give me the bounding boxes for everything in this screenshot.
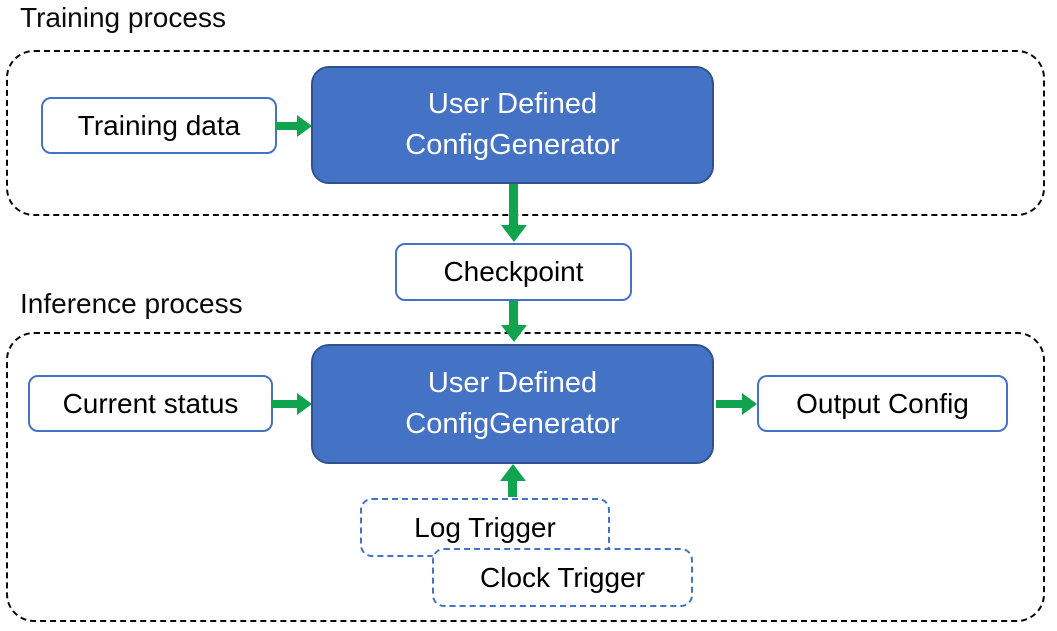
generator-label-line2: ConfigGenerator — [405, 129, 620, 161]
arrow-down-icon — [500, 184, 527, 242]
current-status-box: Current status — [28, 375, 273, 432]
arrow-head — [499, 464, 526, 481]
inference-config-generator-box: User Defined ConfigGenerator — [311, 344, 714, 464]
arrow-head — [742, 393, 757, 415]
log-trigger-box: Log Trigger — [360, 498, 610, 557]
training-data-box: Training data — [41, 97, 277, 154]
arrow-shaft — [276, 122, 297, 130]
arrow-up-icon — [499, 464, 526, 497]
arrow-head — [500, 325, 527, 342]
training-process-label: Training process — [20, 2, 226, 33]
generator-label-line2: ConfigGenerator — [405, 408, 620, 440]
arrow-shaft — [716, 400, 742, 408]
arrow-head — [500, 225, 527, 242]
arrow-head — [297, 393, 312, 415]
arrow-down-icon — [500, 301, 527, 342]
inference-process-label: Inference process — [20, 288, 243, 319]
arrow-right-icon — [276, 115, 312, 137]
arrow-shaft — [509, 301, 518, 325]
output-config-box: Output Config — [757, 375, 1008, 432]
arrow-shaft — [509, 184, 518, 225]
clock-trigger-box: Clock Trigger — [432, 548, 693, 607]
arrow-shaft — [272, 400, 297, 408]
training-config-generator-box: User Defined ConfigGenerator — [311, 66, 714, 184]
generator-label-line1: User Defined — [427, 88, 598, 120]
arrow-right-icon — [272, 393, 312, 415]
arrow-head — [297, 115, 312, 137]
training-process-container — [6, 50, 1045, 216]
arrow-right-icon — [716, 393, 757, 415]
arrow-shaft — [508, 481, 517, 497]
checkpoint-box: Checkpoint — [395, 243, 632, 301]
generator-label-line1: User Defined — [427, 367, 598, 399]
